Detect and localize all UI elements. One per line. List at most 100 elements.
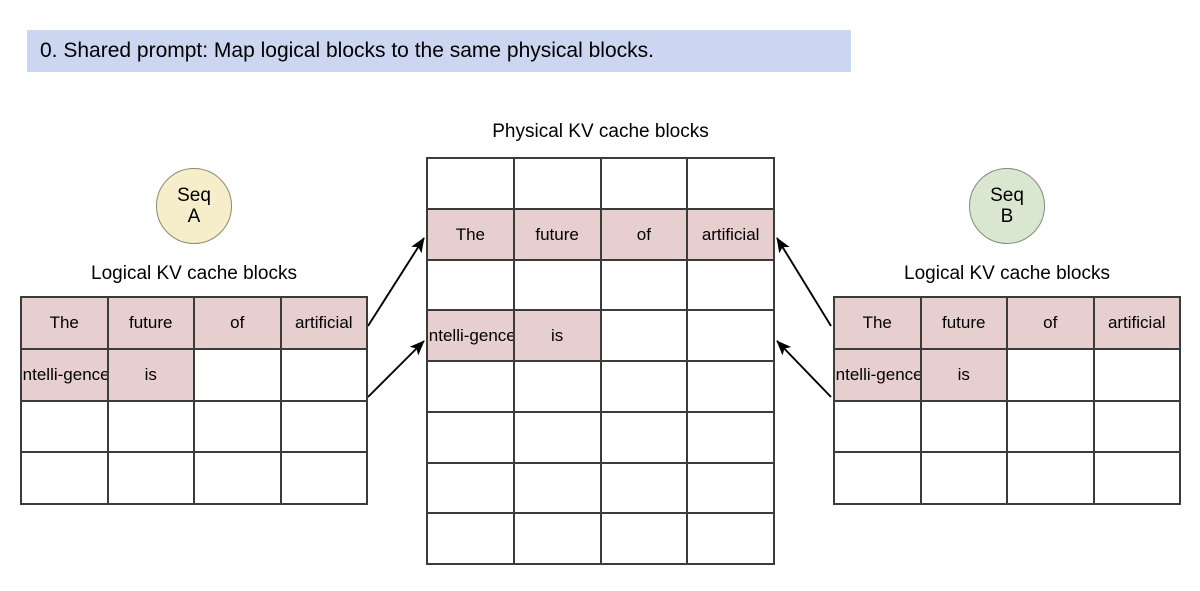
block-cell [1008, 453, 1095, 505]
block-cell-label: intelli- [428, 326, 470, 346]
block-cell [688, 362, 775, 413]
block-cell: artificial [1094, 298, 1181, 350]
block-cell [921, 401, 1008, 454]
block-cell-label: gence [63, 365, 109, 385]
block-cell [921, 453, 1008, 505]
block-cell [601, 311, 689, 362]
block-cell: The [428, 209, 515, 261]
block-cell-label: future [942, 313, 986, 333]
arrow-seq-a-row1-to-physical-row2 [367, 237, 425, 327]
block-cell: is [514, 311, 602, 362]
block-cell: intelli-gence [428, 311, 515, 362]
block-cell [195, 349, 282, 402]
seq-a-logical-blocks-caption: Logical KV cache blocks [91, 263, 297, 284]
block-cell [514, 514, 602, 565]
block-cell [601, 362, 689, 413]
block-cell [514, 463, 602, 515]
block-cell [688, 412, 775, 464]
block-cell-label: gence [469, 326, 515, 346]
block-cell: of [601, 209, 689, 261]
block-cell-label: intelli- [22, 365, 64, 385]
block-cell [601, 260, 689, 312]
block-cell [428, 362, 515, 413]
block-cell [281, 401, 368, 454]
physical-block-table: The future of artificial intelli-gence is [426, 157, 775, 565]
block-cell-label: is [144, 365, 157, 385]
block-cell [601, 514, 689, 565]
block-cell-label: gence [876, 365, 922, 385]
block-cell: future [108, 298, 195, 350]
seq-a-badge-line1: Seq [177, 185, 211, 206]
block-cell-label: artificial [701, 224, 760, 244]
block-cell-label: future [129, 313, 173, 333]
block-cell: The [22, 298, 109, 350]
block-cell [835, 401, 922, 454]
block-cell [1008, 349, 1095, 402]
block-cell [1094, 453, 1181, 505]
block-cell [688, 159, 775, 210]
block-cell [514, 159, 602, 210]
block-cell-label: The [49, 313, 79, 333]
arrow-seq-b-row2-to-physical-row4 [776, 340, 832, 398]
seq-b-badge-line2: B [1000, 206, 1014, 227]
block-cell [22, 453, 109, 505]
block-cell-label: intelli- [835, 365, 877, 385]
block-cell [514, 362, 602, 413]
block-cell [688, 260, 775, 312]
block-cell-label: artificial [1107, 313, 1166, 333]
block-cell-label: artificial [294, 313, 353, 333]
block-cell [195, 401, 282, 454]
block-cell: The [835, 298, 922, 350]
seq-b-logical-blocks-caption: Logical KV cache blocks [904, 263, 1110, 284]
block-cell [428, 412, 515, 464]
block-cell-label: is [550, 326, 564, 346]
block-cell [281, 453, 368, 505]
block-cell: future [514, 209, 602, 261]
block-cell [601, 412, 689, 464]
block-cell: artificial [281, 298, 368, 350]
arrow-seq-b-row1-to-physical-row2 [776, 237, 832, 327]
page-title: 0. Shared prompt: Map logical blocks to … [40, 39, 654, 62]
block-cell [428, 514, 515, 565]
seq-a-badge: Seq A [156, 168, 232, 244]
block-cell [1094, 401, 1181, 454]
block-cell [428, 159, 515, 210]
block-cell [428, 463, 515, 515]
block-cell-label: The [862, 313, 892, 333]
block-cell [108, 401, 195, 454]
seq-b-badge-line1: Seq [990, 185, 1024, 206]
block-cell [514, 260, 602, 312]
block-cell [428, 260, 515, 312]
block-cell: is [108, 349, 195, 402]
block-cell-label: is [957, 365, 970, 385]
block-cell [601, 463, 689, 515]
block-cell [108, 453, 195, 505]
block-cell [688, 463, 775, 515]
seq-a-logical-block-table: The future of artificial intelli-gence is [20, 296, 368, 505]
block-cell-label: The [455, 224, 486, 244]
block-cell: of [195, 298, 282, 350]
block-cell: is [921, 349, 1008, 402]
seq-a-badge-line2: A [187, 206, 201, 227]
block-cell: future [921, 298, 1008, 350]
block-cell [195, 453, 282, 505]
block-cell [601, 159, 689, 210]
block-cell [835, 453, 922, 505]
block-cell: of [1008, 298, 1095, 350]
block-cell-label: of [636, 224, 651, 244]
block-cell-label: future [535, 224, 579, 244]
seq-b-badge: Seq B [969, 168, 1045, 244]
block-cell [1008, 401, 1095, 454]
block-cell: intelli-gence [835, 349, 922, 402]
block-cell-label: of [1043, 313, 1058, 333]
block-cell [688, 514, 775, 565]
block-cell [22, 401, 109, 454]
seq-b-logical-block-table: The future of artificial intelli-gence is [833, 296, 1181, 505]
title-banner: 0. Shared prompt: Map logical blocks to … [27, 30, 851, 72]
block-cell: artificial [688, 209, 775, 261]
block-cell-label: of [230, 313, 245, 333]
physical-blocks-caption: Physical KV cache blocks [492, 121, 709, 142]
block-cell [688, 311, 775, 362]
block-cell [1094, 349, 1181, 402]
